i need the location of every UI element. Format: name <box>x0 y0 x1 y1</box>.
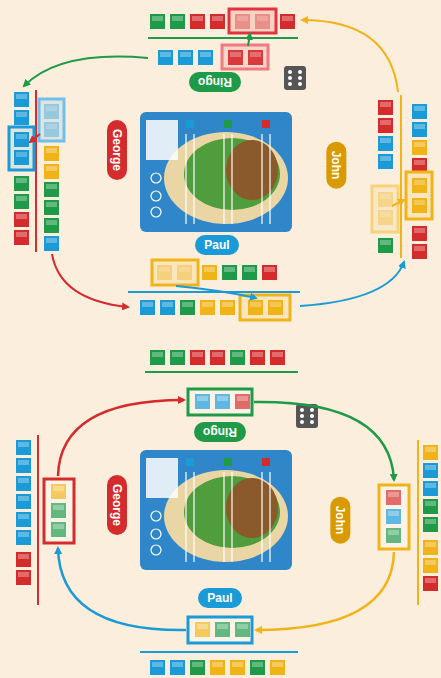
cube <box>423 499 438 514</box>
cube <box>220 300 235 315</box>
player-name: Ringo <box>203 425 237 439</box>
cube <box>44 164 59 179</box>
cube <box>270 350 285 365</box>
cube <box>14 110 29 125</box>
player-badge: John <box>326 142 346 189</box>
cube <box>150 14 165 29</box>
divider-lines <box>36 38 418 652</box>
cube <box>44 200 59 215</box>
cube <box>210 350 225 365</box>
player-name: Paul <box>204 238 229 252</box>
cube <box>44 182 59 197</box>
player-board <box>140 112 292 232</box>
player-badge: George <box>107 475 127 535</box>
cube <box>250 350 265 365</box>
cube <box>16 458 31 473</box>
cube <box>412 226 427 241</box>
player-badge: Ringo <box>189 72 241 92</box>
cube <box>16 440 31 455</box>
player-badge: Paul <box>195 235 238 255</box>
cube <box>210 660 225 675</box>
cube <box>280 14 295 29</box>
cube <box>16 530 31 545</box>
cube <box>170 14 185 29</box>
cube <box>242 265 257 280</box>
cube <box>44 146 59 161</box>
cube <box>14 230 29 245</box>
cube <box>44 236 59 251</box>
cube <box>158 50 173 65</box>
highlight-boxes <box>9 9 432 643</box>
cube <box>140 300 155 315</box>
cube <box>14 194 29 209</box>
cube <box>378 154 393 169</box>
cube <box>190 14 205 29</box>
cube <box>270 660 285 675</box>
player-badge: Ringo <box>194 422 246 442</box>
cube <box>423 576 438 591</box>
cube <box>378 100 393 115</box>
cube <box>222 265 237 280</box>
cube <box>178 50 193 65</box>
die <box>284 66 306 90</box>
cube <box>180 300 195 315</box>
cube <box>14 212 29 227</box>
cube <box>423 558 438 573</box>
cube <box>202 265 217 280</box>
cube <box>412 122 427 137</box>
player-name: George <box>110 129 124 171</box>
cube <box>170 660 185 675</box>
cube <box>262 265 277 280</box>
cube <box>16 552 31 567</box>
cube <box>16 494 31 509</box>
flow-arrows <box>24 20 404 630</box>
cube <box>423 481 438 496</box>
cube <box>150 350 165 365</box>
cube <box>44 218 59 233</box>
cube <box>16 476 31 491</box>
cube <box>160 300 175 315</box>
cube <box>190 350 205 365</box>
cube <box>14 92 29 107</box>
cube <box>423 517 438 532</box>
player-badge: George <box>107 120 127 180</box>
player-name: George <box>110 484 124 526</box>
cube <box>412 140 427 155</box>
cube <box>423 463 438 478</box>
player-name: Paul <box>207 591 232 605</box>
cube <box>150 660 165 675</box>
cube <box>423 445 438 460</box>
player-name: Ringo <box>198 75 232 89</box>
cube <box>230 350 245 365</box>
cube <box>378 136 393 151</box>
cube <box>16 570 31 585</box>
player-badge: John <box>330 497 350 544</box>
cube <box>170 350 185 365</box>
cube <box>190 660 205 675</box>
cube <box>250 660 265 675</box>
cube <box>16 512 31 527</box>
cube <box>210 14 225 29</box>
player-board <box>140 450 292 570</box>
cube <box>412 244 427 259</box>
cube <box>378 118 393 133</box>
cube <box>378 238 393 253</box>
cube <box>412 104 427 119</box>
player-name: John <box>333 506 347 535</box>
player-badge: Paul <box>198 588 241 608</box>
die <box>296 404 318 428</box>
cube <box>198 50 213 65</box>
cube <box>423 540 438 555</box>
cubes <box>14 14 438 675</box>
cube <box>200 300 215 315</box>
cube <box>14 176 29 191</box>
cube <box>230 660 245 675</box>
player-name: John <box>329 151 343 180</box>
